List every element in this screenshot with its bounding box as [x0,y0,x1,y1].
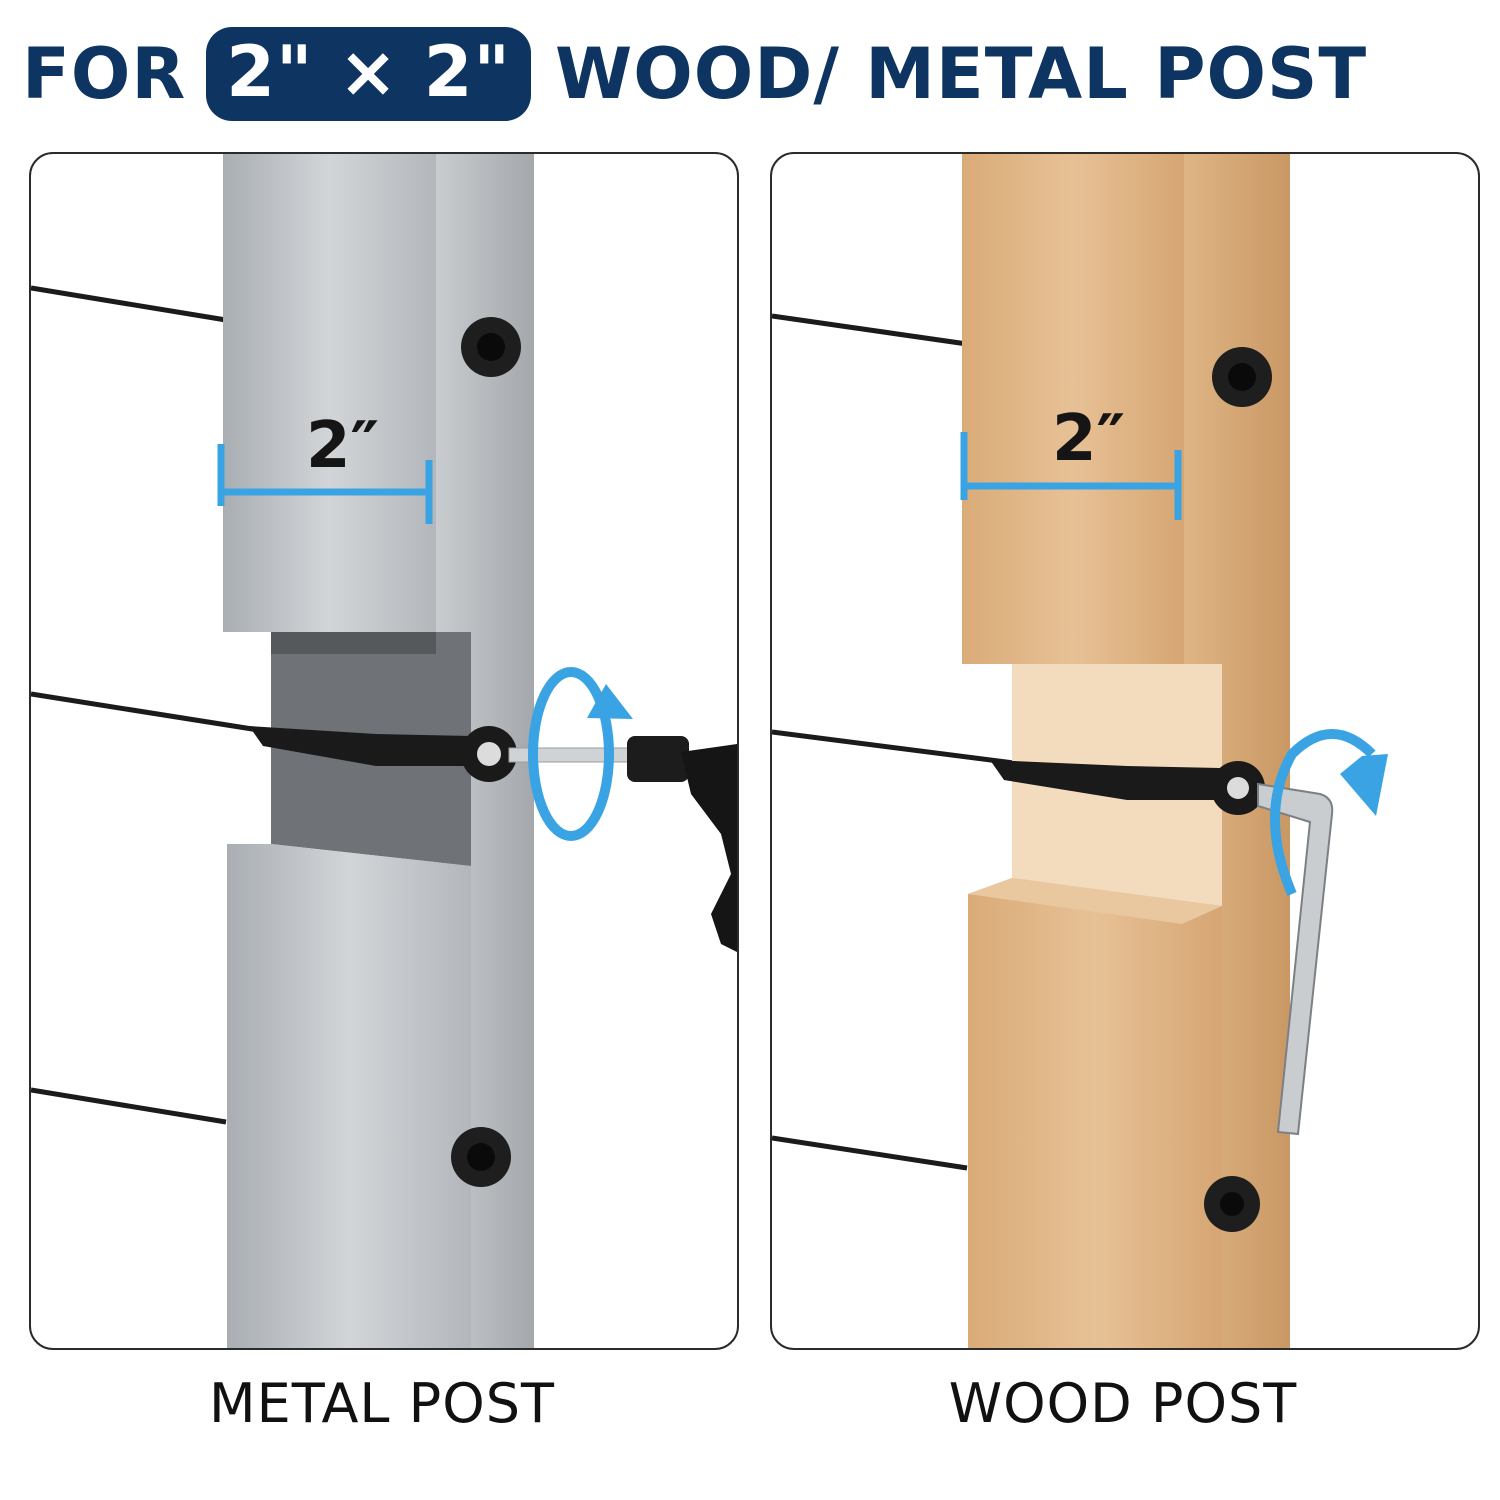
headline: FOR 2" × 2" WOOD/ METAL POST [22,26,1367,122]
cable-middle [31,691,272,735]
cable-middle [772,729,1023,767]
metal-post-panel: 2″ [29,152,739,1350]
cable-bottom [31,1087,227,1125]
headline-suffix: WOOD/ METAL POST [554,33,1368,115]
driver-icon [627,736,689,782]
cable-top [31,285,227,323]
wood-post-front-lower [968,878,1222,1348]
size-badge: 2" × 2" [206,27,531,121]
cable-bottom [772,1135,968,1171]
cable-top [772,313,968,347]
wood-post-front-upper [962,154,1184,664]
dimension-label: 2″ [306,409,379,483]
tensioner-fitting [249,726,471,766]
rotation-arrow-icon [528,667,614,841]
wood-post-caption: WOOD POST [948,1372,1298,1435]
metal-post-front-upper [223,154,436,632]
metal-post-caption: METAL POST [208,1372,556,1435]
wood-post-illustration: 2″ [772,154,1388,1348]
metal-post-front-lower [227,844,471,1348]
metal-post-illustration: 2″ [31,154,737,1348]
dimension-label: 2″ [1052,402,1125,476]
rotation-arrow-icon [1270,729,1376,896]
tensioner-fitting [990,760,1220,800]
hex-key-icon [1257,782,1334,1136]
headline-prefix: FOR [22,33,187,115]
wood-post-panel: 2″ [770,152,1480,1350]
